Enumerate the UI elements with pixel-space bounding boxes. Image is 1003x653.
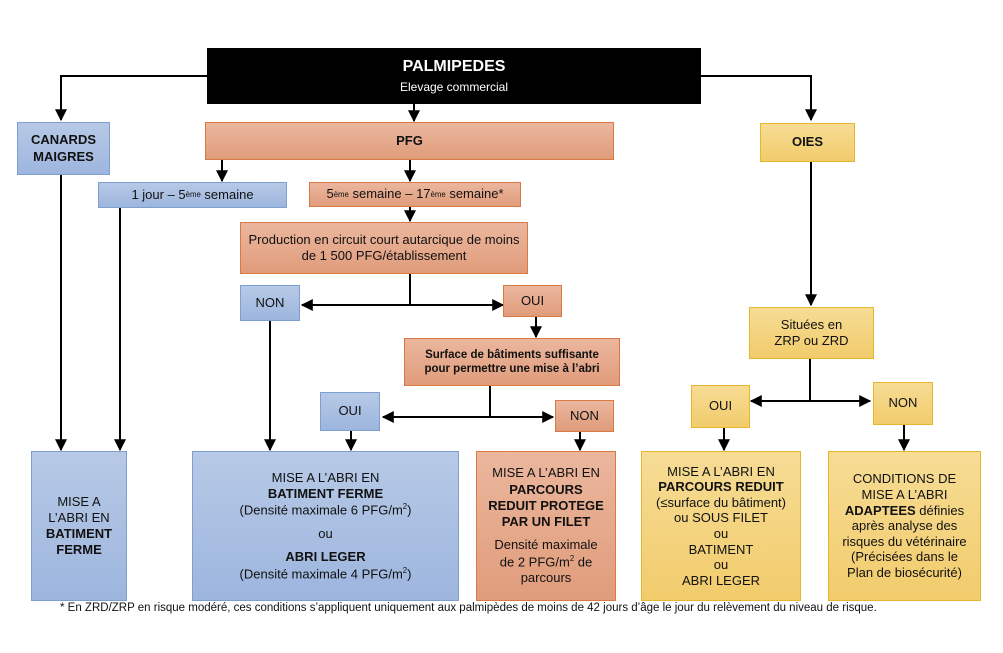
rc-line1: MISE A: [57, 493, 101, 509]
canards-title-line2: MAIGRES: [33, 148, 94, 164]
rc-line4: FERME: [56, 542, 102, 558]
question-zrp-zrd: Situées en ZRP ou ZRD: [749, 307, 874, 359]
arrow-root-to-oies: [700, 75, 817, 122]
result-canards-batiment-ferme: MISE A L’ABRI EN BATIMENT FERME: [31, 451, 127, 601]
rp-line2: PARCOURS: [509, 481, 583, 497]
root-subtitle: Elevage commercial: [399, 80, 509, 94]
q1-line1: Production en circuit court autarcique d…: [248, 231, 520, 247]
period-late-a-sup: ème: [333, 189, 349, 199]
rn-line1: CONDITIONS DE: [852, 471, 957, 487]
result-oies-parcours-reduit: MISE A L’ABRI EN PARCOURS REDUIT (≤surfa…: [641, 451, 801, 601]
ry-line1: MISE A L’ABRI EN: [667, 463, 775, 479]
ry-line5: ou: [713, 526, 729, 541]
rn-line2: MISE A L’ABRI: [861, 487, 948, 503]
oies-no-label: NON: [888, 395, 918, 411]
ry-line3: (≤surface du bâtiment): [656, 494, 786, 510]
root-title: PALMIPEDES: [402, 58, 506, 75]
result-oies-conditions-adaptees: CONDITIONS DE MISE A L’ABRI ADAPTEES déf…: [828, 451, 981, 601]
ry-line4: ou SOUS FILET: [674, 510, 768, 526]
q2-no-label: NON: [570, 407, 599, 423]
footnote: * En ZRD/ZRP en risque modéré, ces condi…: [60, 602, 877, 614]
oies-yes-label: OUI: [708, 398, 733, 414]
q1-answer-no: NON: [240, 285, 300, 321]
ry-line7: ou: [713, 557, 729, 573]
oies-answer-yes: OUI: [691, 385, 750, 428]
period-late-c: semaine*: [445, 186, 504, 202]
period-late-a: 5: [326, 186, 334, 202]
rb-line2: BATIMENT FERME: [267, 486, 384, 502]
period-early-suffix: semaine: [200, 186, 254, 202]
q2-line2: pour permettre une mise à l’abri: [424, 363, 600, 375]
period-early-sup: ème: [185, 190, 201, 200]
root-node: PALMIPEDES Elevage commercial: [207, 48, 701, 104]
rb-line5: (Densité maximale 4 PFG/m2): [239, 565, 412, 581]
arrow-root-to-canards: [55, 75, 207, 122]
q2-answer-yes: OUI: [320, 392, 380, 431]
canards-maigres-node: CANARDS MAIGRES: [17, 122, 110, 175]
rb-line3: (Densité maximale 6 PFG/m2): [239, 502, 412, 518]
oies-node: OIES: [760, 123, 855, 162]
rb-or: ou: [318, 526, 333, 541]
ry-line8: ABRI LEGER: [681, 572, 761, 588]
canards-title-line1: CANARDS: [31, 132, 96, 148]
rc-line2: L’ABRI EN: [48, 509, 110, 525]
q2-answer-no: NON: [555, 400, 614, 432]
rp-line7: parcours: [520, 570, 572, 586]
rb-line1: MISE A L’ABRI EN: [271, 469, 380, 485]
oies-q-line1: Situées en: [780, 316, 843, 332]
rp-line5: Densité maximale: [494, 537, 598, 553]
oies-title: OIES: [791, 134, 824, 150]
rn-line5: risques du vétérinaire: [842, 533, 967, 549]
q2-line1: Surface de bâtiments suffisante: [425, 348, 599, 361]
rn-line4: après analyse des: [851, 518, 958, 534]
rn-line3: ADAPTEES définies: [844, 502, 965, 518]
question-surface-batiments: Surface de bâtiments suffisante pour per…: [404, 338, 620, 386]
pfg-title: PFG: [396, 132, 423, 148]
rp-line1: MISE A L’ABRI EN: [492, 465, 600, 481]
q1-line2: de 1 500 PFG/établissement: [301, 248, 467, 263]
q1-no-label: NON: [255, 294, 285, 310]
rp-line4: PAR UN FILET: [501, 514, 591, 530]
period-late-b: semaine – 17: [348, 186, 431, 202]
rc-line3: BATIMENT: [45, 526, 113, 541]
ry-line2: PARCOURS REDUIT: [658, 479, 784, 495]
rn-line6: (Précisées dans le: [851, 549, 958, 565]
rp-line6: de 2 PFG/m2 de: [499, 553, 593, 570]
rb-line4: ABRI LEGER: [285, 549, 366, 565]
result-pfg-parcours-filet: MISE A L’ABRI EN PARCOURS REDUIT PROTEGE…: [476, 451, 616, 601]
period-early-prefix: 1 jour – 5: [131, 186, 186, 202]
rp-line3: REDUIT PROTEGE: [488, 497, 604, 513]
oies-q-line2: ZRP ou ZRD: [774, 333, 849, 348]
pfg-node: PFG: [205, 122, 614, 160]
rn-line7: Plan de biosécurité): [847, 564, 962, 580]
result-pfg-batiment-ferme: MISE A L’ABRI EN BATIMENT FERME (Densité…: [192, 451, 459, 601]
period-late-b-sup: ème: [430, 189, 446, 199]
q1-answer-yes: OUI: [503, 285, 562, 317]
q1-yes-label: OUI: [520, 292, 545, 308]
oies-answer-no: NON: [873, 382, 933, 425]
ry-line6: BATIMENT: [688, 541, 754, 557]
question-circuit-court: Production en circuit court autarcique d…: [240, 222, 528, 274]
q2-yes-label: OUI: [338, 403, 362, 419]
